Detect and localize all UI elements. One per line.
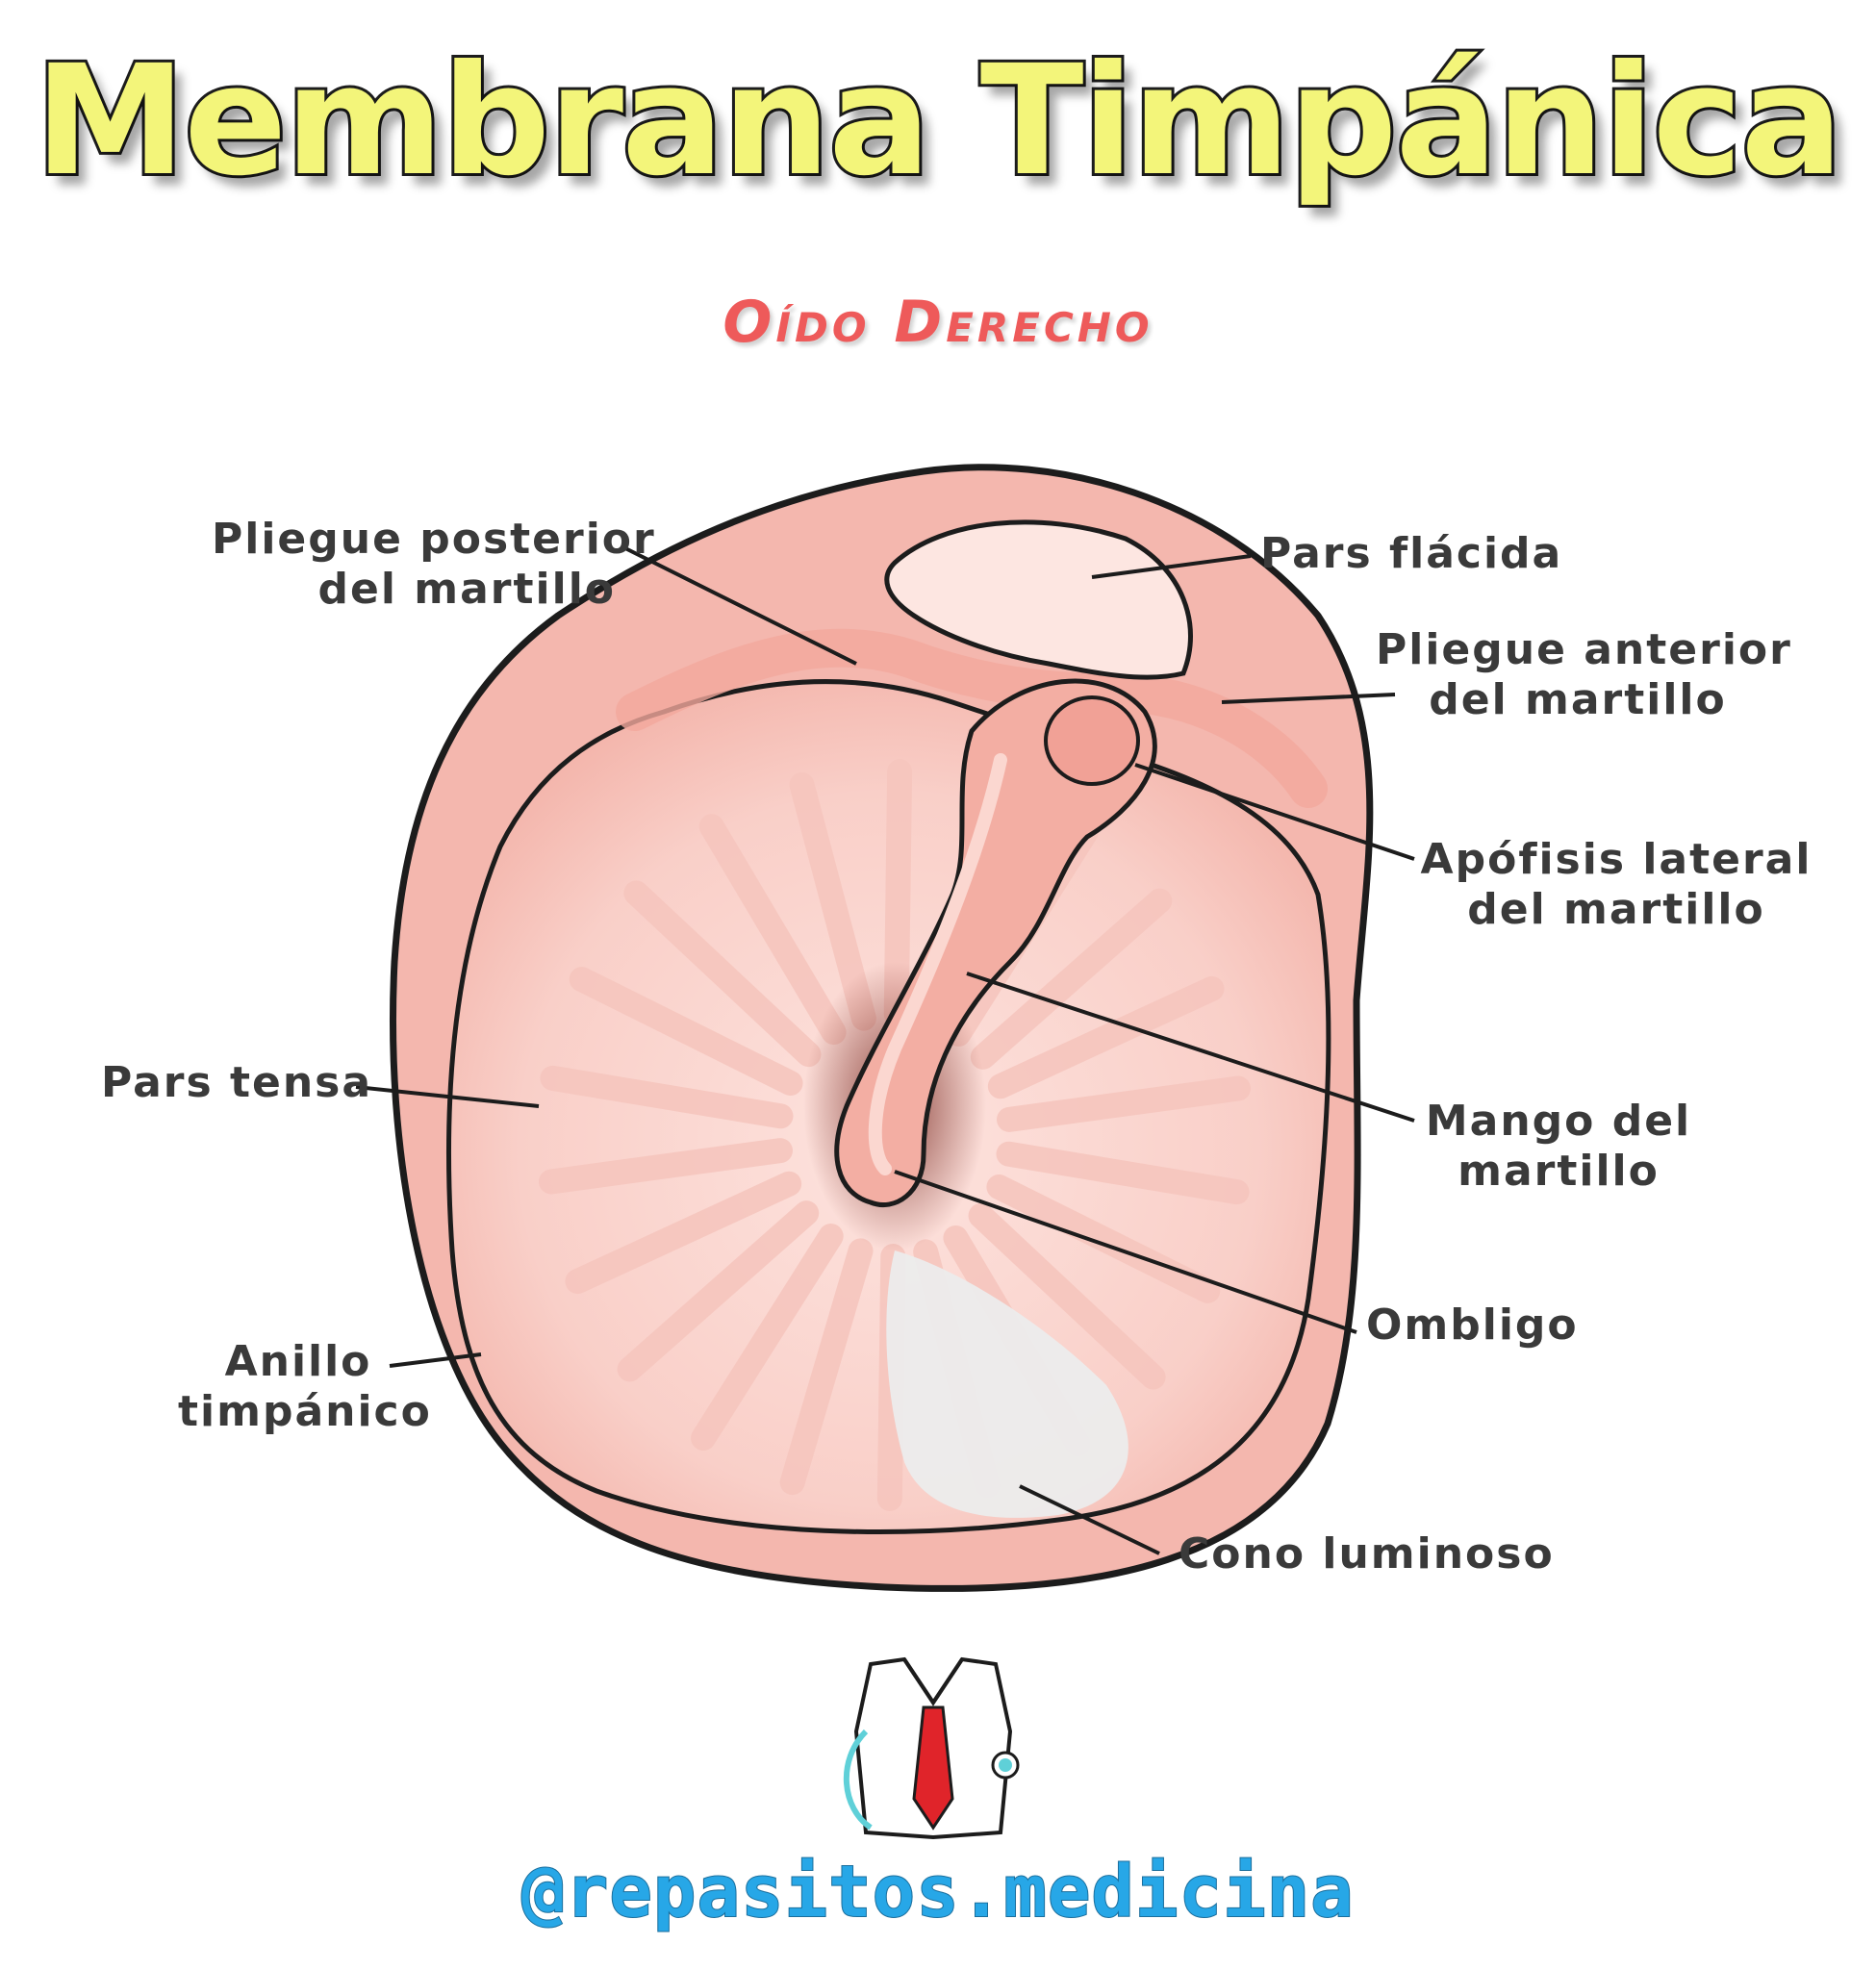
radial-fibre: [968, 1202, 1166, 1390]
radial-fibre: [540, 1065, 794, 1129]
leader-lines: [355, 546, 1415, 1555]
pliegues-band: [616, 628, 1328, 808]
mango-highlight: [868, 753, 1007, 1175]
leader-pliegue-posterior: [624, 546, 857, 666]
label-apofisis-lateral: Apófisis lateral del martillo: [1420, 835, 1813, 934]
leader-mango: [966, 972, 1415, 1123]
radial-fibre: [569, 967, 803, 1097]
label-pars-tensa: Pars tensa: [101, 1058, 373, 1107]
radial-fibre: [617, 1200, 820, 1382]
leader-ombligo: [894, 1170, 1357, 1334]
radial-fibre: [538, 1138, 793, 1195]
radial-fibre: [970, 888, 1173, 1070]
radial-fibre: [779, 1238, 874, 1496]
leader-apofisis: [1134, 763, 1415, 861]
radial-fibre: [997, 1075, 1252, 1132]
label-pliegue-anterior: Pliegue anterior del martillo: [1376, 625, 1792, 724]
page-title: Membrana Timpánica: [32, 33, 1846, 210]
leader-pliegue-anterior: [1221, 693, 1396, 704]
label-anillo: Anillo timpánico: [178, 1337, 432, 1436]
radial-fibre: [986, 1174, 1221, 1303]
leader-anillo: [389, 1352, 482, 1368]
label-cono-luminoso: Cono luminoso: [1179, 1529, 1555, 1579]
leader-pars-flacida: [1091, 554, 1252, 579]
cono-luminoso-shape: [886, 1250, 1128, 1518]
label-ombligo: Ombligo: [1366, 1301, 1579, 1350]
leader-pars-tensa: [355, 1085, 540, 1108]
label-mango: Mango del martillo: [1425, 1097, 1692, 1196]
tie-icon: [912, 1705, 954, 1831]
radial-fibre: [996, 1141, 1250, 1205]
radial-fibre: [623, 880, 822, 1068]
doctor-coat-logo-icon: [844, 1656, 1020, 1840]
radial-fibre: [691, 1224, 844, 1452]
apofisis-lateral-shape: [1044, 695, 1140, 786]
mango-del-martillo-shape: [834, 678, 1157, 1208]
radial-fibre: [565, 1171, 802, 1295]
radial-fibre: [698, 814, 847, 1046]
radial-fibre: [987, 975, 1225, 1099]
leader-cono: [1019, 1484, 1160, 1555]
label-pars-flacida: Pars flácida: [1260, 529, 1563, 578]
label-pliegue-posterior: Pliegue posterior del martillo: [212, 515, 656, 614]
social-handle: @repasitos.medicina: [520, 1851, 1355, 1933]
stethoscope-icon: [844, 1729, 1020, 1831]
pars-flacida-shape: [884, 519, 1193, 680]
page-subtitle: Oído Derecho: [723, 289, 1153, 356]
